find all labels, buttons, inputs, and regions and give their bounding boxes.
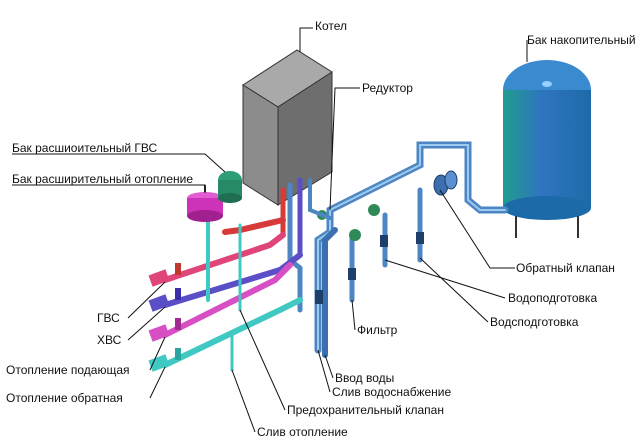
label-sliv-vodosnabzhenie: Слив водоснабжение	[332, 385, 451, 399]
label-bak-nakopitelny: Бак накопительный	[527, 33, 636, 47]
label-vvod-vody: Ввод воды	[335, 371, 394, 385]
label-filtr: Фильтр	[357, 323, 398, 337]
label-vodopodgotovka-2: Водсподготовка	[490, 315, 579, 329]
label-hvs: ХВС	[97, 333, 122, 347]
label-obratny-klapan: Обратный клапан	[516, 261, 615, 275]
storage-tank	[503, 60, 591, 238]
label-gvs: ГВС	[97, 311, 120, 325]
expansion-tank-gvs	[218, 171, 242, 203]
label-reduktor: Редуктор	[362, 81, 413, 95]
boiler-pipes	[280, 177, 332, 313]
label-vodopodgotovka-1: Водоподготовка	[508, 291, 597, 305]
distribution-pipes	[162, 213, 303, 372]
label-bak-gvs: Бак расшиоительный ГВС	[12, 141, 157, 155]
label-sliv-otoplenie: Слив отопление	[257, 425, 348, 439]
labels: Котел Бак накопительный Редуктор Бак рас…	[6, 19, 636, 439]
boiler	[242, 49, 333, 206]
label-bak-otoplenie: Бак расширительный отопление	[12, 172, 193, 186]
expansion-tank-heating	[187, 185, 223, 222]
label-otoplenie-obratnaya: Отопление обратная	[6, 391, 123, 405]
label-predohranitelny-klapan: Предохранительный клапан	[287, 403, 444, 417]
main-line-fittings	[315, 170, 458, 304]
main-water-line	[314, 141, 509, 358]
label-otoplenie-podayushaya: Отопление подающая	[6, 363, 130, 377]
leader-lines	[12, 27, 528, 433]
label-kotel: Котел	[315, 19, 347, 33]
